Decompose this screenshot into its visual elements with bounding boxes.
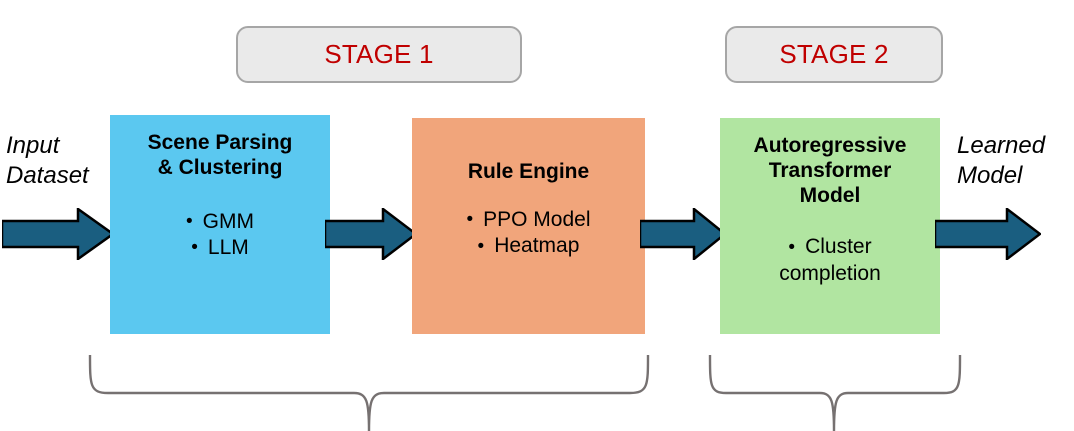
- bullet-text: LLM: [207, 235, 249, 259]
- stage-2-pill: STAGE 2: [725, 26, 943, 83]
- input-arrow-icon: [0, 206, 116, 262]
- stage-1-label: STAGE 1: [324, 39, 434, 69]
- output-arrow-icon: [933, 206, 1043, 262]
- arrow-right-icon: [0, 206, 116, 262]
- bullet-text: GMM: [202, 209, 254, 233]
- bullet-dot-icon: •: [477, 235, 485, 257]
- brace-stage-2: [706, 353, 964, 431]
- bullet-item: • GMM: [186, 209, 254, 235]
- input-dataset-label: Input Dataset: [6, 132, 89, 189]
- brace-stage-1: [86, 353, 652, 431]
- bullet-item: •Cluster completion: [779, 234, 881, 287]
- curly-brace-icon: [88, 353, 650, 431]
- process-box-scene-parsing: Scene Parsing & Clustering •GMM •LLM: [110, 115, 330, 334]
- box-title-transformer: Autoregressive Transformer Model: [753, 134, 907, 207]
- bullet-item: • PPO Model: [466, 207, 590, 233]
- box-title-rule-engine: Rule Engine: [467, 160, 590, 183]
- bullet-dot-icon: •: [788, 236, 796, 258]
- bullet-list-rule-engine: • PPO Model • Heatmap: [466, 207, 590, 260]
- process-box-rule-engine: Rule Engine • PPO Model • Heatmap: [412, 118, 645, 334]
- bullet-dot-icon: •: [191, 237, 198, 259]
- bullet-dot-icon: •: [466, 209, 474, 231]
- bullet-list-transformer: •Cluster completion: [779, 234, 881, 287]
- bullet-item: • LLM: [186, 235, 254, 261]
- learned-model-label: Learned Model: [957, 132, 1046, 189]
- box-title-scene-parsing: Scene Parsing & Clustering: [147, 131, 293, 179]
- process-box-transformer: Autoregressive Transformer Model •Cluste…: [720, 118, 940, 334]
- bullet-text: PPO Model: [483, 207, 591, 231]
- bullet-list-scene-parsing: •GMM •LLM: [186, 209, 254, 262]
- bullet-text: Cluster completion: [779, 235, 881, 285]
- stage-1-pill: STAGE 1: [236, 26, 522, 83]
- bullet-text: Heatmap: [494, 234, 580, 258]
- bullet-item: • Heatmap: [466, 233, 590, 259]
- arrow-rule-to-transformer: [638, 206, 727, 262]
- arrow-scene-to-rule: [323, 206, 419, 262]
- arrow-right-icon: [638, 206, 727, 262]
- stage-2-label: STAGE 2: [779, 39, 889, 69]
- bullet-dot-icon: •: [186, 211, 193, 233]
- curly-brace-icon: [708, 353, 962, 431]
- arrow-right-icon: [933, 206, 1043, 262]
- arrow-right-icon: [323, 206, 419, 262]
